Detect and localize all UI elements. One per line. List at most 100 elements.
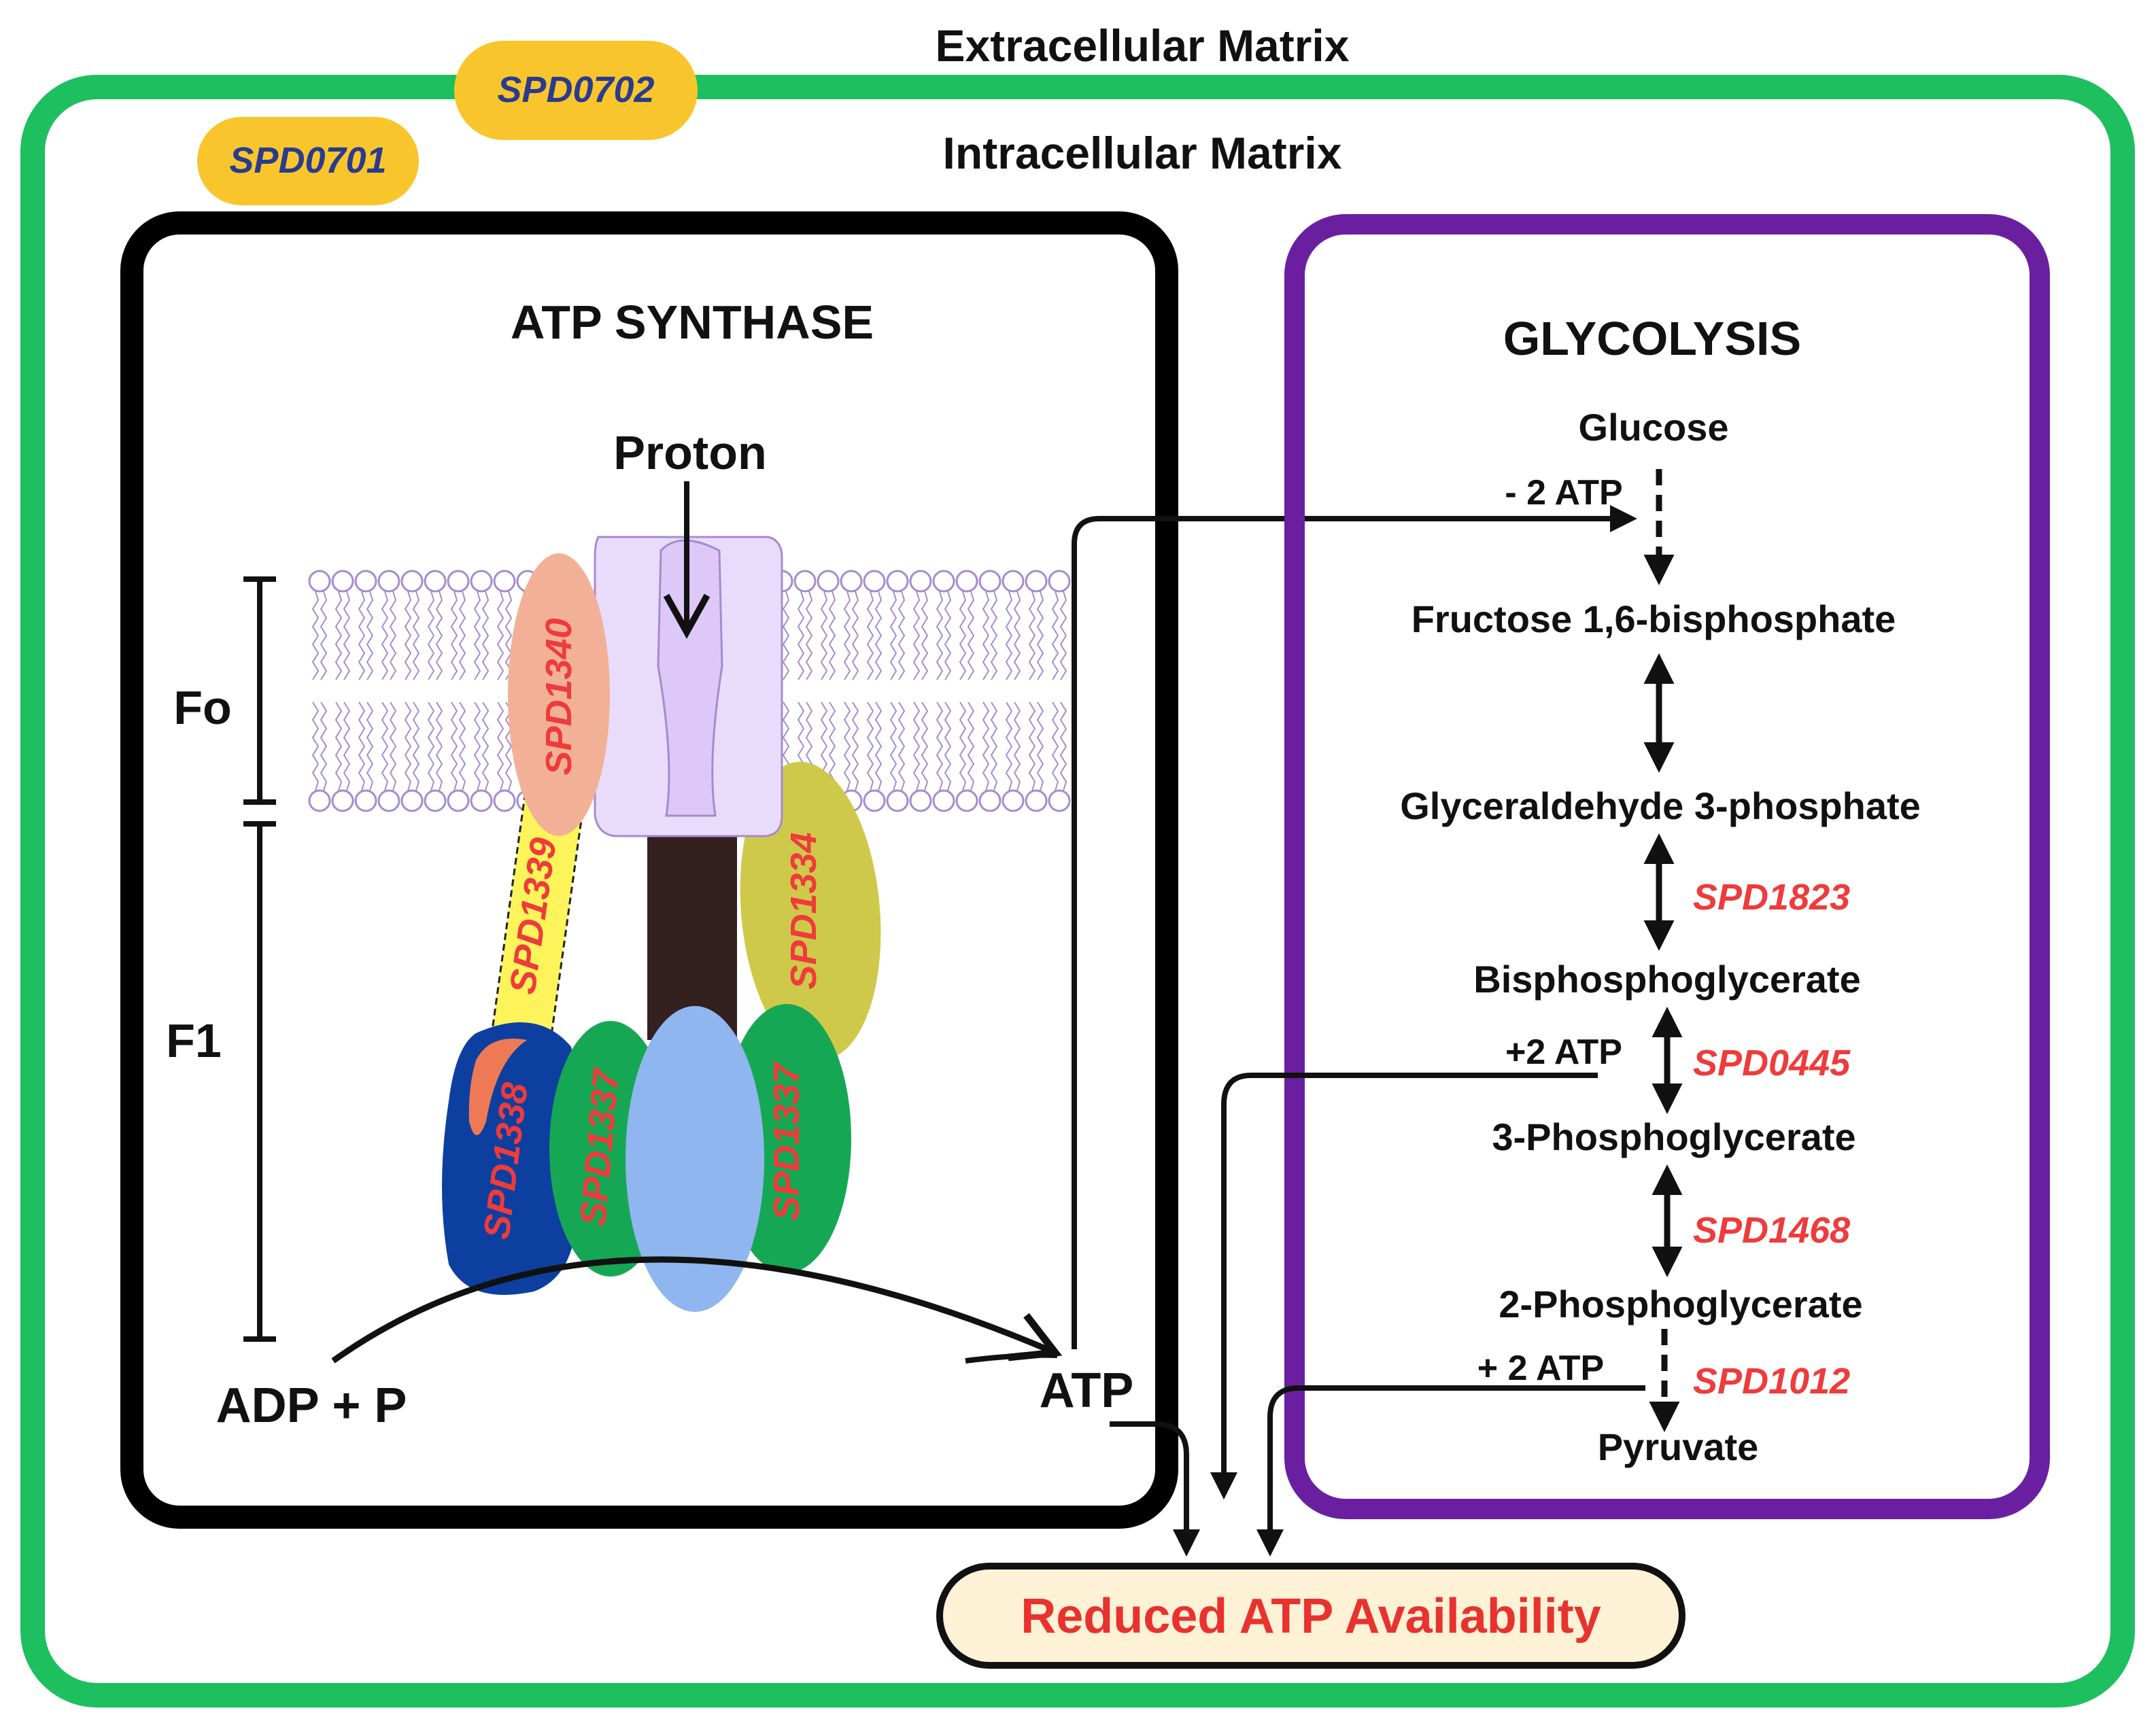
- enzyme-spd1468: SPD1468: [1693, 1210, 1850, 1251]
- lipid-tail: [1028, 591, 1036, 680]
- lipid-tail: [897, 701, 906, 791]
- lipid-tail: [504, 591, 513, 680]
- lipid-tail: [481, 701, 490, 791]
- lipid-tail: [897, 591, 906, 680]
- lipid-tail: [912, 591, 921, 680]
- lipid-tail: [1013, 591, 1021, 680]
- lipid-head: [447, 789, 470, 812]
- lipid-tail: [936, 591, 944, 680]
- lipid-tail: [504, 701, 513, 791]
- lipid-head: [955, 789, 978, 812]
- atp-to-glycolysis-arrow: [1072, 505, 1637, 1349]
- atp-gain-label-a: +2 ATP: [1505, 1033, 1622, 1072]
- lipid-tail: [335, 591, 343, 680]
- lipid-tail: [458, 701, 466, 791]
- lipid-tail: [828, 591, 836, 680]
- lipid-tail: [982, 701, 990, 791]
- lipid-head: [909, 789, 932, 812]
- lipid-tail: [1028, 701, 1036, 791]
- lipid-head: [447, 570, 470, 593]
- lipid-tail: [1013, 701, 1021, 791]
- adp-to-atp-arrow: [331, 1256, 1063, 1364]
- subunit-spd1340-label: SPD1340: [538, 618, 579, 775]
- metabolite-pyruvate: Pyruvate: [1598, 1425, 1759, 1468]
- lipid-tail: [1051, 591, 1059, 680]
- gene-tag-spd0701: SPD0701: [197, 117, 419, 205]
- lipid-tail: [874, 701, 883, 791]
- lipid-head: [331, 570, 354, 593]
- lipid-tail: [481, 591, 490, 680]
- lipid-tail: [967, 701, 975, 791]
- subunit-spd1339: SPD1339: [490, 794, 586, 1041]
- metabolite-g3p: Glyceraldehyde 3-phosphate: [1400, 784, 1921, 827]
- lipid-head: [308, 789, 331, 812]
- enzyme-spd1012: SPD1012: [1693, 1361, 1850, 1402]
- lipid-tail: [866, 591, 874, 680]
- lipid-tail: [912, 701, 921, 791]
- subunit-spd1334: SPD1334: [740, 761, 881, 1060]
- lipid-tail: [473, 701, 481, 791]
- lipid-tail: [990, 591, 998, 680]
- lipid-head: [909, 570, 932, 593]
- atp-synthase-title: ATP SYNTHASE: [511, 296, 874, 349]
- subunit-spd1334-label: SPD1334: [783, 832, 824, 989]
- lipid-tail: [782, 591, 790, 680]
- lipid-head: [493, 789, 516, 812]
- glycolysis-title: GLYCOLYSIS: [1503, 312, 1801, 365]
- lipid-head: [470, 789, 493, 812]
- lipid-head: [493, 570, 516, 593]
- lipid-head: [354, 789, 377, 812]
- lipid-tail: [1005, 591, 1013, 680]
- enzyme-spd0445: SPD0445: [1693, 1043, 1851, 1083]
- lipid-tail: [889, 701, 897, 791]
- lipid-head: [817, 570, 840, 593]
- glycolysis-enzymes: SPD1823 SPD0445 SPD1468 SPD1012: [1693, 877, 1851, 1402]
- lipid-tail: [1036, 701, 1044, 791]
- lipid-tail: [820, 591, 828, 680]
- lipid-head: [1048, 789, 1071, 812]
- lipid-tail: [990, 701, 998, 791]
- lipid-tail: [358, 701, 366, 791]
- lipid-head: [308, 570, 331, 593]
- adp-arrow-tail: [965, 1352, 1058, 1364]
- lipid-tail: [828, 701, 836, 791]
- lipid-tail: [944, 591, 952, 680]
- lipid-tail: [358, 591, 366, 680]
- lipid-tail: [311, 591, 320, 680]
- proton-label: Proton: [613, 426, 767, 479]
- subunit-spd1338: SPD1338: [442, 1022, 583, 1295]
- lipid-tail: [381, 591, 389, 680]
- lipid-head: [1025, 570, 1048, 593]
- lipid-head: [793, 570, 817, 593]
- lipid-tail: [366, 591, 374, 680]
- lipid-tail: [496, 701, 504, 791]
- lipid-tail: [450, 591, 458, 680]
- lipid-head: [400, 789, 424, 812]
- arrow-2pg-atp-out: [1256, 1385, 1645, 1557]
- adp-p-label: ADP + P: [216, 1378, 407, 1433]
- metabolite-3pg: 3-Phosphoglycerate: [1492, 1115, 1855, 1158]
- lipid-head: [863, 570, 886, 593]
- f1-label: F1: [166, 1014, 222, 1067]
- lipid-head: [932, 570, 955, 593]
- lipid-tail: [921, 701, 929, 791]
- lipid-head: [955, 570, 978, 593]
- atp-synthase-box: [120, 211, 1178, 1529]
- atp-cost-label: - 2 ATP: [1505, 473, 1622, 513]
- lipid-tail: [944, 701, 952, 791]
- lipid-tail: [389, 591, 397, 680]
- lipid-head: [978, 789, 1002, 812]
- lipid-tail: [921, 591, 929, 680]
- lipid-tail: [427, 701, 435, 791]
- lipid-tail: [450, 701, 458, 791]
- atp-output-arrows: [1110, 1073, 1645, 1557]
- central-stalk: [647, 836, 737, 1040]
- lipid-tail: [404, 701, 412, 791]
- lipid-tail: [936, 701, 944, 791]
- lipid-tail: [959, 701, 967, 791]
- lipid-head: [840, 570, 863, 593]
- lipid-tail: [1005, 701, 1013, 791]
- subunit-central-blue: [626, 1006, 764, 1312]
- gene-tag-spd0702: SPD0702: [454, 41, 698, 140]
- lipid-head: [377, 570, 400, 593]
